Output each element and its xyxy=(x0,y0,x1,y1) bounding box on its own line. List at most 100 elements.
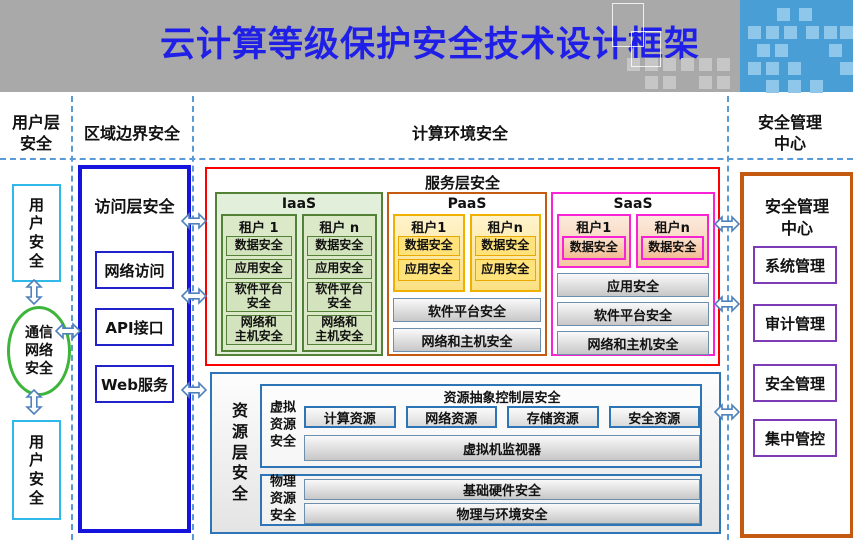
paas-tenant-n: 租户n 数据安全 应用安全 xyxy=(469,214,541,292)
saas-shared-app-security: 应用安全 xyxy=(557,273,709,297)
service-layer-box: 服务层安全 IaaS 租户 1 数据安全 应用安全 软件平台 安全 网络和 主机… xyxy=(205,167,720,366)
pixel-decoration xyxy=(806,26,819,39)
tenant-item-app-security: 应用安全 xyxy=(226,259,292,279)
management-center-title: 安全管理 中心 xyxy=(764,197,829,238)
vm-monitor-bar: 虚拟机监视器 xyxy=(304,435,700,461)
saas-shared-platform-security: 软件平台安全 xyxy=(557,302,709,326)
pixel-decoration xyxy=(784,26,797,39)
tenant-item-data-security: 数据安全 xyxy=(474,236,536,256)
pixel-decoration xyxy=(627,58,640,71)
pixel-decoration xyxy=(748,62,761,75)
tenant-item-data-security: 数据安全 xyxy=(640,236,704,260)
lane-label-user-layer: 用户层 安全 xyxy=(11,113,60,153)
pixel-decoration xyxy=(840,62,853,75)
virtual-resource-section: 虚拟资源安全 资源抽象控制层安全 计算资源 网络资源 存储资源 安全资源 虚拟机… xyxy=(260,384,702,468)
tenant-name: 租户n xyxy=(654,221,690,236)
pixel-decoration xyxy=(717,58,730,71)
pixel-decoration xyxy=(663,58,676,71)
left-right-arrow-icon xyxy=(181,212,207,230)
pixel-decoration xyxy=(766,26,779,39)
saas-title: SaaS xyxy=(613,196,653,212)
management-item-security: 安全管理 xyxy=(753,364,837,402)
pixel-decoration xyxy=(748,26,761,39)
paas-shared-network-host-security: 网络和主机安全 xyxy=(393,328,541,352)
tenant-name: 租户1 xyxy=(411,221,447,236)
pixel-decoration xyxy=(829,44,842,57)
pixel-decoration xyxy=(788,80,801,93)
access-layer-box: 访问层安全 网络访问 API接口 Web服务 xyxy=(78,165,191,533)
communication-network-circle: 通信网络安全 xyxy=(7,306,71,396)
resource-abstraction-title: 资源抽象控制层安全 xyxy=(443,391,561,406)
lane-label-computing-env: 计算环境安全 xyxy=(411,124,508,143)
tenant-item-data-security: 数据安全 xyxy=(398,236,460,256)
compute-resource-box: 计算资源 xyxy=(304,406,396,428)
saas-tenant-1: 租户1 数据安全 xyxy=(557,214,631,268)
pixel-decoration xyxy=(645,58,658,71)
lane-label-boundary: 区域边界安全 xyxy=(83,124,180,143)
tenant-item-app-security: 应用安全 xyxy=(474,259,536,281)
boundary-item-network-access: 网络访问 xyxy=(95,251,174,289)
iaas-title: IaaS xyxy=(281,196,317,212)
up-down-arrow-icon xyxy=(25,389,43,415)
outline-decoration xyxy=(612,3,644,47)
access-layer-title: 访问层安全 xyxy=(94,197,175,216)
pixel-decoration xyxy=(699,58,712,71)
physical-resource-label: 物理资源安全 xyxy=(269,474,296,524)
saas-tenants: 租户1 数据安全 租户n 数据安全 xyxy=(557,214,709,268)
hardware-security-bar: 基础硬件安全 xyxy=(304,479,700,500)
tenant-item-app-security: 应用安全 xyxy=(398,259,460,281)
left-right-arrow-icon xyxy=(181,287,207,305)
pixel-decoration xyxy=(699,76,712,89)
pixel-decoration xyxy=(775,44,788,57)
user-security-label: 用户安全 xyxy=(28,195,44,270)
resource-layer-title: 资源层安全 xyxy=(231,401,248,504)
pixel-decoration xyxy=(840,26,853,39)
paas-title: PaaS xyxy=(447,196,487,212)
left-right-arrow-icon xyxy=(55,322,81,340)
user-security-box-bottom: 用户安全 xyxy=(12,420,61,520)
left-right-arrow-icon xyxy=(181,381,207,399)
management-item-system: 系统管理 xyxy=(753,246,837,284)
pixel-decoration xyxy=(777,8,790,21)
pixel-decoration xyxy=(757,44,770,57)
physical-environment-security-bar: 物理与环境安全 xyxy=(304,503,700,524)
tenant-item-platform-security: 软件平台 安全 xyxy=(226,282,292,312)
paas-tenant-1: 租户1 数据安全 应用安全 xyxy=(393,214,465,292)
pixel-decoration xyxy=(663,76,676,89)
resource-layer-box: 资源层安全 虚拟资源安全 资源抽象控制层安全 计算资源 网络资源 存储资源 安全… xyxy=(210,372,721,534)
dashed-divider-vertical xyxy=(727,96,729,540)
tenant-name: 租户1 xyxy=(576,221,612,236)
tenant-item-app-security: 应用安全 xyxy=(306,259,372,279)
resource-row: 计算资源 网络资源 存储资源 安全资源 xyxy=(304,406,700,428)
communication-network-label: 通信网络安全 xyxy=(25,324,53,378)
storage-resource-box: 存储资源 xyxy=(507,406,599,428)
boundary-item-web-service: Web服务 xyxy=(95,365,174,403)
dashed-divider-vertical xyxy=(71,96,73,540)
iaas-tenant-n: 租户 n 数据安全 应用安全 软件平台 安全 网络和 主机安全 xyxy=(301,214,377,352)
saas-box: SaaS 租户1 数据安全 租户n 数据安全 应用安全 软件平台安全 网络和主机… xyxy=(551,192,715,356)
service-layer-title: 服务层安全 xyxy=(424,174,500,192)
pixel-decoration xyxy=(788,62,801,75)
boundary-item-api: API接口 xyxy=(95,308,174,346)
left-right-arrow-icon xyxy=(714,215,740,233)
pixel-decoration xyxy=(766,62,779,75)
lane-label-management: 安全管理 中心 xyxy=(757,113,822,153)
tenant-item-data-security: 数据安全 xyxy=(562,236,626,260)
outline-decoration xyxy=(631,31,661,67)
tenant-item-network-host-security: 网络和 主机安全 xyxy=(226,315,292,345)
pixel-decoration xyxy=(766,80,779,93)
tenant-item-data-security: 数据安全 xyxy=(306,236,372,256)
pixel-decoration xyxy=(824,26,837,39)
tenant-name: 租户 1 xyxy=(238,221,279,236)
pixel-decoration xyxy=(799,8,812,21)
left-right-arrow-icon xyxy=(714,295,740,313)
page-title: 云计算等级保护安全技术设计框架 xyxy=(159,25,700,65)
saas-shared-network-host-security: 网络和主机安全 xyxy=(557,331,709,355)
tenant-item-platform-security: 软件平台 安全 xyxy=(306,282,372,312)
iaas-box: IaaS 租户 1 数据安全 应用安全 软件平台 安全 网络和 主机安全 租户 … xyxy=(215,192,383,356)
management-item-central-control: 集中管控 xyxy=(753,419,837,457)
iaas-tenants: 租户 1 数据安全 应用安全 软件平台 安全 网络和 主机安全 租户 n 数据安… xyxy=(221,214,377,352)
security-resource-box: 安全资源 xyxy=(608,406,700,428)
pixel-decoration xyxy=(717,76,730,89)
